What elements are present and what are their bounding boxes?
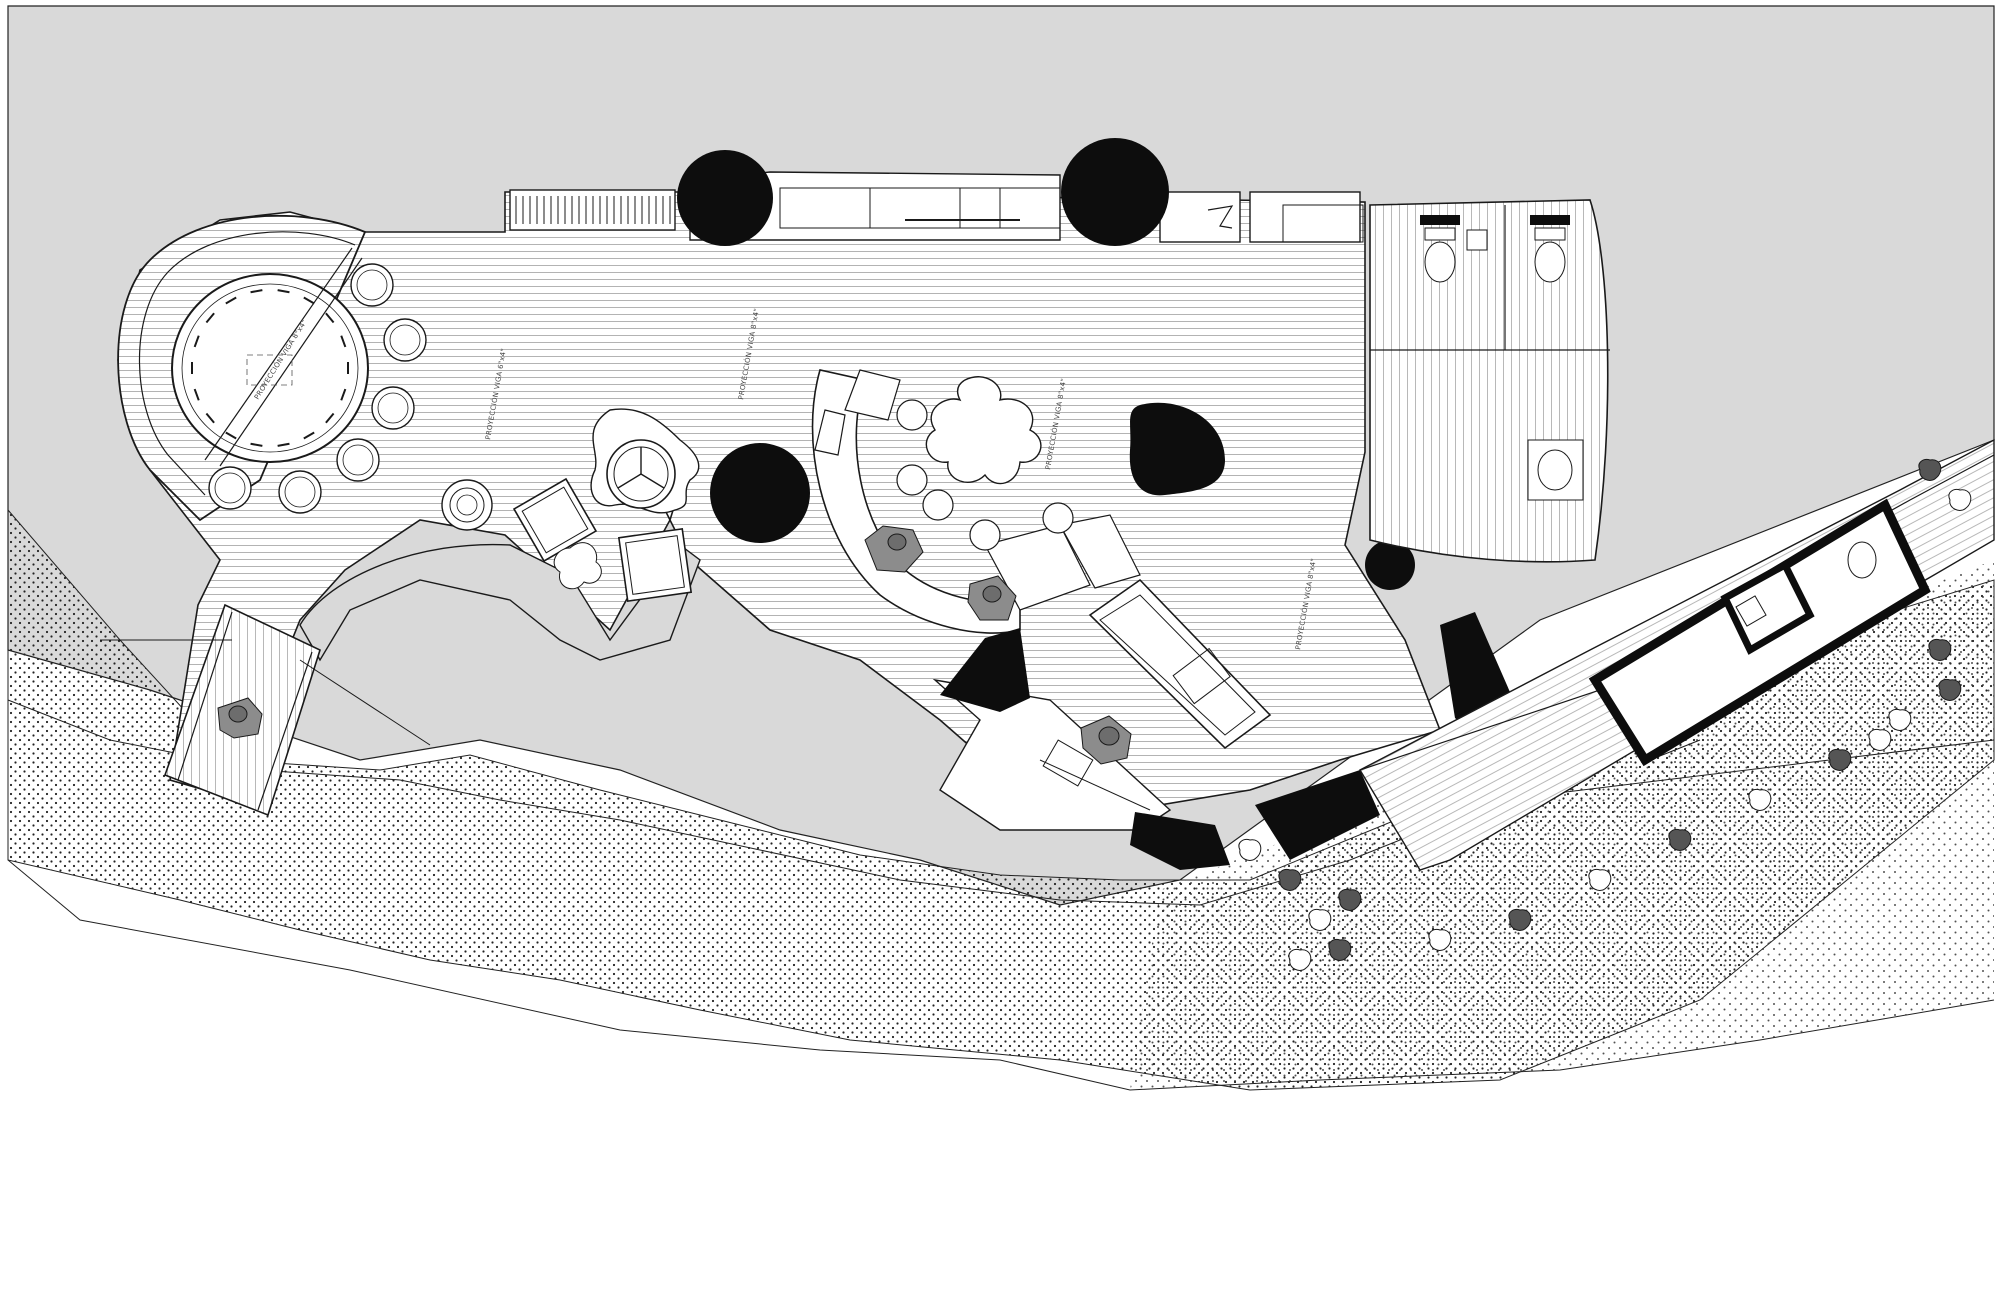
planting: [1238, 459, 1972, 971]
plant-icon: [1948, 489, 1972, 511]
person-topview-icon: [864, 525, 924, 573]
toilet-icon: [1534, 227, 1566, 283]
tree-trunk-icon: [1365, 540, 1415, 590]
bathrooms: [1369, 199, 1610, 563]
stool-icon: [896, 464, 928, 496]
plant-icon: [1928, 639, 1952, 661]
stool-icon: [969, 519, 1001, 551]
plant-icon: [1748, 789, 1772, 811]
tree-trunk-icon: [1129, 402, 1225, 496]
plant-icon: [1238, 839, 1262, 861]
plant-icon: [1508, 909, 1532, 931]
plant-icon: [553, 542, 602, 590]
tree-trunk-icon: [1061, 138, 1169, 246]
place-setting: [193, 335, 200, 348]
chair-icon: [512, 477, 598, 563]
plant-icon: [1288, 949, 1312, 971]
service-room: [1588, 498, 1931, 767]
tree-trunk-icon: [710, 443, 810, 543]
plant-icon: [1428, 929, 1452, 951]
place-setting: [325, 412, 335, 424]
plant-icon: [1588, 869, 1612, 891]
plant-icon: [1278, 869, 1302, 891]
plant-icon: [1828, 749, 1852, 771]
dining-chairs: [208, 263, 427, 514]
place-setting: [340, 388, 347, 401]
person-topview-icon: [1080, 715, 1132, 765]
place-setting: [340, 335, 347, 348]
plant-icon: [1918, 459, 1942, 481]
round-dining-bay: PROYECCIÓN VIGA 8"x4": [117, 214, 369, 522]
place-setting: [303, 431, 315, 440]
plant-icon: [1868, 729, 1892, 751]
tree-trunk-icon: [677, 150, 773, 246]
toilet-icon: [1424, 227, 1456, 283]
plant-icon: [1888, 709, 1912, 731]
plant-icon: [1338, 889, 1362, 911]
bar-counter: PROYECCIÓN VIGA 8"x4" PROYECCIÓN VIGA 8"…: [932, 330, 1520, 870]
place-setting: [303, 296, 315, 305]
sink-icon: [1527, 439, 1584, 501]
entry-bridge: [100, 603, 431, 817]
place-setting: [205, 312, 215, 324]
chair-icon: [617, 527, 693, 603]
center-plant: [925, 376, 1042, 485]
stool-icon: [922, 489, 954, 521]
plant-icon: [1328, 939, 1352, 961]
lounge-area: PROYECCIÓN VIGA 6"x4" PROYECCIÓN VIGA 8"…: [441, 307, 761, 603]
curved-lounge-bench: [811, 369, 1141, 634]
place-setting: [225, 431, 237, 440]
plant-icon: [1308, 909, 1332, 931]
plant-icon: [1668, 829, 1692, 851]
place-setting: [325, 312, 335, 324]
place-setting: [277, 442, 290, 447]
place-setting: [250, 442, 263, 447]
plant-icon: [1938, 679, 1962, 701]
place-setting: [225, 296, 237, 305]
trees: [677, 138, 1415, 590]
place-setting: [205, 412, 215, 424]
place-setting: [277, 289, 290, 294]
person-topview-icon: [967, 575, 1017, 621]
place-setting: [193, 388, 200, 401]
stool-icon: [896, 399, 928, 431]
stool-icon: [1042, 502, 1074, 534]
person-topview-icon: [217, 697, 263, 739]
place-setting: [250, 289, 263, 294]
table-settings: [191, 289, 349, 447]
